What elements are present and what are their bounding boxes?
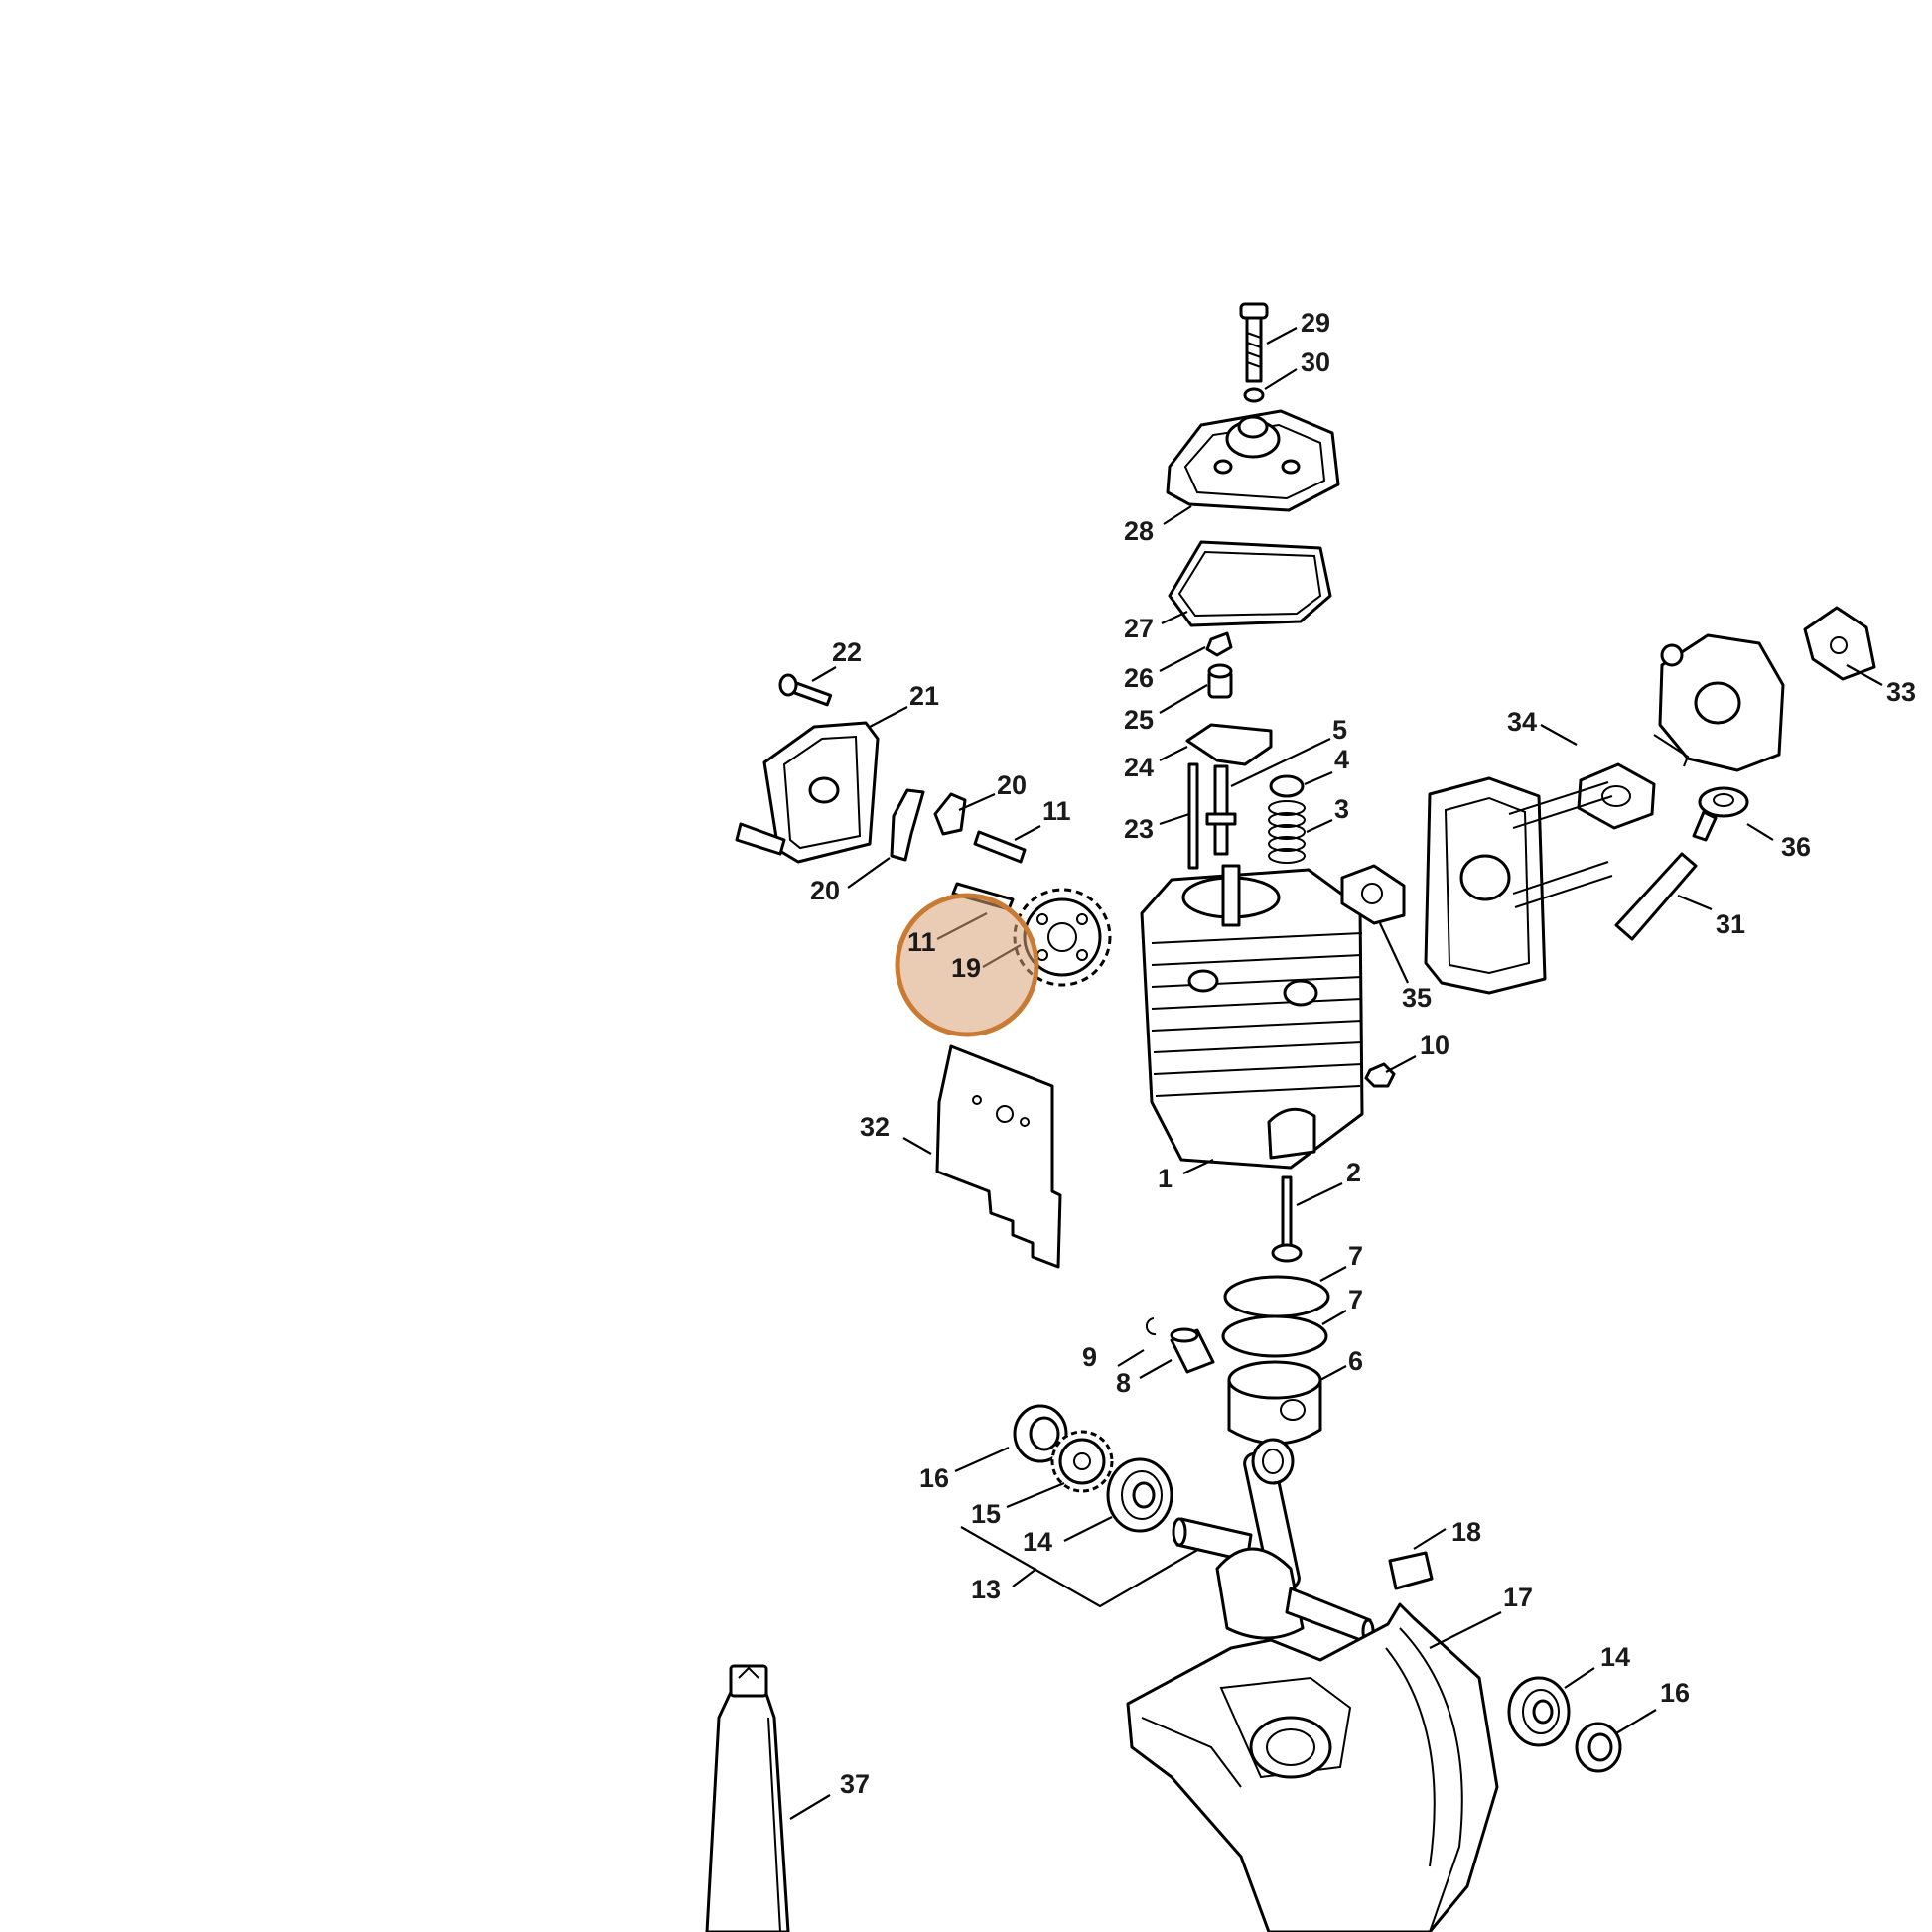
callout-29[interactable]: 29 (1301, 308, 1330, 338)
part-carburetor (1653, 633, 1785, 772)
part-piston-ring-7a (1223, 1275, 1330, 1318)
callout-21[interactable]: 21 (909, 681, 939, 711)
part-gasket-34 (1577, 762, 1656, 830)
callout-14-left[interactable]: 14 (1023, 1527, 1052, 1557)
part-seal-16b (1575, 1722, 1622, 1773)
callout-35[interactable]: 35 (1402, 983, 1432, 1013)
callout-11-bottom[interactable]: 11 (907, 927, 936, 957)
callout-22[interactable]: 22 (832, 637, 862, 667)
part-valve-spring-3 (1268, 800, 1306, 864)
part-gasket-27 (1168, 540, 1332, 627)
callout-17[interactable]: 17 (1503, 1583, 1533, 1612)
part-nut-10 (1364, 1062, 1396, 1088)
callout-37[interactable]: 37 (840, 1769, 870, 1799)
callout-28[interactable]: 28 (1124, 516, 1154, 546)
part-drive-tube-37 (705, 1664, 790, 1932)
callout-3[interactable]: 3 (1334, 794, 1349, 824)
callout-5[interactable]: 5 (1332, 715, 1347, 745)
part-crankcase-17 (1126, 1602, 1499, 1932)
part-ball-bearing-14a (1106, 1457, 1173, 1533)
callout-33[interactable]: 33 (1886, 677, 1916, 707)
callout-labels: 29 30 28 27 26 25 24 23 5 4 3 22 21 20 1… (810, 308, 1916, 1799)
leader-lines (789, 327, 1883, 1820)
callout-36[interactable]: 36 (1781, 832, 1811, 862)
part-intake-flange (1424, 776, 1613, 995)
callout-8[interactable]: 8 (1116, 1368, 1131, 1398)
callout-27[interactable]: 27 (1124, 614, 1154, 643)
callout-32[interactable]: 32 (860, 1112, 890, 1142)
part-ball-bearing-14b (1507, 1676, 1571, 1747)
callout-7-lower[interactable]: 7 (1348, 1285, 1363, 1314)
callout-6[interactable]: 6 (1348, 1346, 1363, 1376)
part-washer-30 (1243, 387, 1265, 403)
part-lever-20b (933, 792, 967, 836)
callout-4[interactable]: 4 (1334, 745, 1349, 774)
callout-16-left[interactable]: 16 (919, 1463, 949, 1493)
callout-7-upper[interactable]: 7 (1348, 1241, 1363, 1271)
callout-20-bottom[interactable]: 20 (810, 876, 840, 905)
part-piston-ring-7b (1221, 1314, 1328, 1358)
part-gasket-33 (1803, 606, 1876, 681)
callout-13[interactable]: 13 (971, 1575, 1001, 1604)
part-sleeve-25 (1207, 663, 1233, 699)
part-gasket-35 (1340, 864, 1406, 925)
part-shield-plate-32 (935, 1044, 1062, 1269)
callout-14-right[interactable]: 14 (1600, 1642, 1630, 1672)
part-stud-5 (1205, 764, 1237, 856)
part-cylinder-1 (1140, 864, 1364, 1170)
callout-34[interactable]: 34 (1507, 707, 1537, 737)
part-lever-20a (890, 788, 925, 862)
part-key-18 (1388, 1551, 1434, 1590)
callout-15[interactable]: 15 (971, 1499, 1001, 1529)
callout-20-top[interactable]: 20 (997, 770, 1027, 800)
callout-19[interactable]: 19 (951, 953, 981, 983)
callout-2[interactable]: 2 (1346, 1158, 1361, 1187)
part-screw-22 (778, 673, 833, 707)
part-fitting-36 (1692, 786, 1749, 842)
part-seal-16a (1013, 1404, 1068, 1463)
part-screw-29 (1239, 302, 1269, 383)
part-spring-retainer-4 (1269, 774, 1305, 798)
callout-26[interactable]: 26 (1124, 663, 1154, 693)
part-crankshaft-13 (1172, 1438, 1375, 1644)
part-circlip-9 (1145, 1317, 1157, 1336)
callout-10[interactable]: 10 (1420, 1031, 1449, 1060)
part-shaft-11a (973, 830, 1027, 864)
part-cover-plate-21 (735, 721, 880, 864)
callout-23[interactable]: 23 (1124, 814, 1154, 844)
callout-30[interactable]: 30 (1301, 347, 1330, 377)
callout-11-top[interactable]: 11 (1042, 796, 1071, 826)
part-piston-pin-8 (1170, 1327, 1215, 1374)
part-valve-2 (1271, 1175, 1303, 1263)
callout-9[interactable]: 9 (1082, 1342, 1097, 1372)
part-nut-26 (1205, 631, 1233, 657)
part-rocker-arm-24 (1185, 723, 1273, 766)
part-valve-cover-28 (1166, 409, 1340, 512)
highlight-marker[interactable] (895, 893, 1039, 1037)
callout-1[interactable]: 1 (1158, 1164, 1173, 1193)
part-push-rod-23 (1187, 762, 1199, 870)
part-gear-15 (1050, 1430, 1114, 1493)
callout-31[interactable]: 31 (1716, 909, 1745, 939)
callout-16-right[interactable]: 16 (1660, 1678, 1690, 1708)
callout-24[interactable]: 24 (1124, 753, 1154, 782)
callout-18[interactable]: 18 (1451, 1517, 1481, 1547)
part-hose-31 (1614, 852, 1698, 941)
callout-25[interactable]: 25 (1124, 705, 1154, 735)
part-piston-6 (1227, 1360, 1322, 1446)
